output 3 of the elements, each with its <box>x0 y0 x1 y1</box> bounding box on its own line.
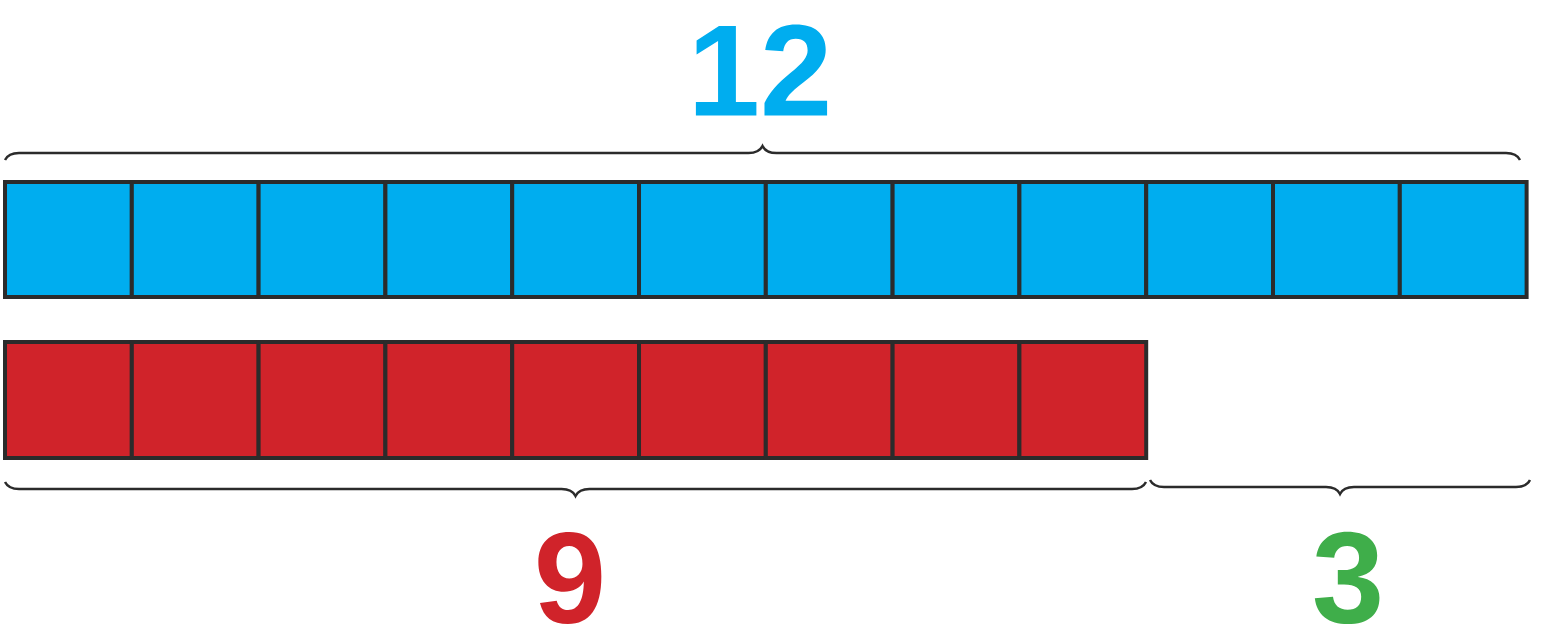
number-label: 9 <box>538 531 602 624</box>
number-label: 12 <box>695 24 828 116</box>
number-label: 3 <box>1314 531 1380 625</box>
